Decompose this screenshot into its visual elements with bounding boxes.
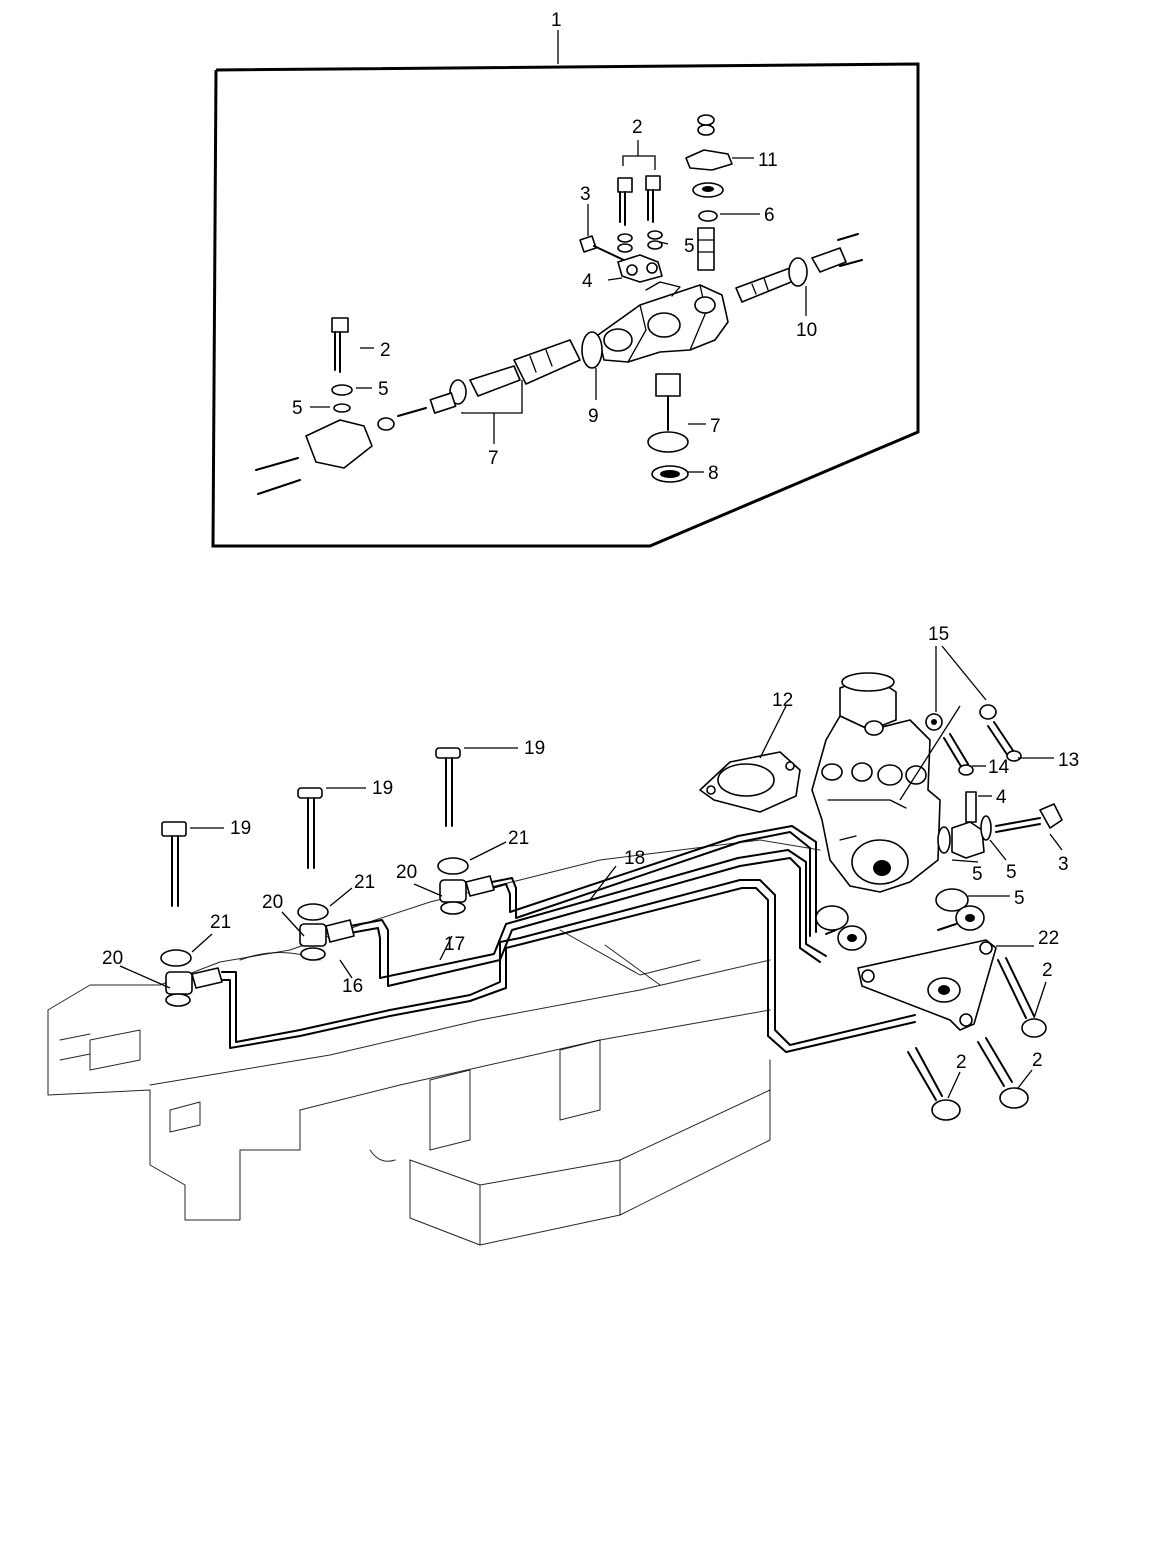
callout-3: 3	[1058, 854, 1069, 875]
engine-block-outline	[47, 839, 821, 1246]
callout-2: 2	[380, 340, 391, 361]
callout-5: 5	[1014, 888, 1025, 909]
callout-19: 19	[372, 778, 393, 799]
callout-2: 2	[1032, 1050, 1043, 1071]
callout-18: 18	[624, 848, 645, 869]
callout-21: 21	[210, 912, 231, 933]
callout-2: 2	[956, 1052, 967, 1073]
callout-7: 7	[710, 416, 721, 437]
callout-5: 5	[1006, 862, 1017, 883]
callout-5: 5	[378, 379, 389, 400]
oil-pump-exploded-view	[255, 114, 863, 495]
callout-17: 17	[444, 934, 465, 955]
callout-12: 12	[772, 690, 793, 711]
callout-2: 2	[1042, 960, 1053, 981]
callout-22: 22	[1038, 928, 1059, 949]
callout-13: 13	[1058, 750, 1079, 771]
callout-20: 20	[102, 948, 123, 969]
top-leaders	[310, 140, 807, 473]
pipe-fittings-bracket	[815, 888, 1047, 1121]
callout-19: 19	[524, 738, 545, 759]
assembly-frame: 1	[211, 10, 920, 548]
callout-11: 11	[758, 150, 778, 171]
callout-10: 10	[796, 320, 817, 341]
bolt-pair	[617, 175, 661, 226]
gasket	[699, 751, 801, 813]
callout-21: 21	[508, 828, 529, 849]
callout-16: 16	[342, 976, 363, 997]
callout-5: 5	[292, 398, 303, 419]
callout-5: 5	[684, 236, 695, 257]
pump-fasteners	[925, 704, 1063, 859]
callout-19: 19	[230, 818, 251, 839]
assembly-number-label: 1	[551, 10, 562, 31]
bottom-leaders	[119, 645, 1063, 1099]
callout-14: 14	[988, 757, 1010, 778]
oil-pipe-assembly	[221, 825, 916, 1053]
callout-8: 8	[708, 463, 719, 484]
oil-pump-housing	[811, 672, 941, 893]
callout-4: 4	[996, 787, 1007, 808]
callout-labels: 2 3 5 4 11 6 10 2 5 5 9 7 7 8 15 12 13 1…	[102, 117, 1079, 1073]
callout-21: 21	[354, 872, 375, 893]
callout-20: 20	[262, 892, 283, 913]
callout-20: 20	[396, 862, 417, 883]
banjo-bolts	[160, 747, 495, 1007]
callout-2: 2	[632, 117, 643, 138]
callout-5: 5	[972, 864, 983, 885]
callout-7: 7	[488, 448, 499, 469]
callout-6: 6	[764, 205, 775, 226]
callout-3: 3	[580, 184, 591, 205]
callout-9: 9	[588, 406, 599, 427]
callout-4: 4	[582, 271, 593, 292]
callout-15: 15	[928, 624, 949, 645]
